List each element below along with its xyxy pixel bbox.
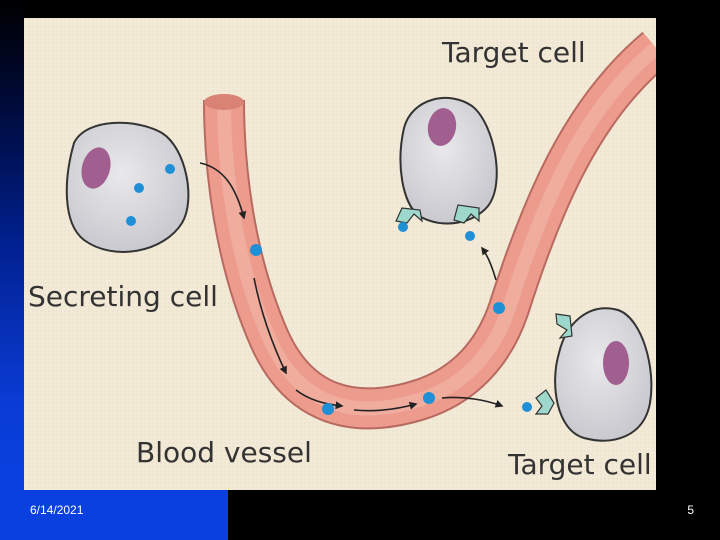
hormone-molecule	[134, 183, 144, 193]
target-cell-nucleus	[427, 108, 457, 146]
slide-left-accent-bar	[0, 0, 24, 540]
endocrine-signaling-diagram: Secreting cell Target cell Blood vessel …	[24, 18, 656, 490]
hormone-molecule	[522, 402, 532, 412]
label-target-cell-bottom: Target cell	[507, 448, 652, 481]
hormone-molecule	[165, 164, 175, 174]
footer-date: 6/14/2021	[30, 503, 84, 517]
target-cell-nucleus	[603, 341, 629, 385]
secretion-arrow	[199, 162, 247, 220]
label-secreting-cell: Secreting cell	[28, 280, 218, 313]
label-target-cell-top: Target cell	[441, 36, 586, 69]
secreting-cell	[65, 121, 190, 253]
hormone-molecule	[423, 392, 435, 404]
hormone-molecule	[322, 403, 334, 415]
hormone-molecule	[398, 222, 408, 232]
delivery-arrow-bottom	[441, 396, 504, 408]
flow-arrows	[253, 277, 418, 412]
secreting-cell-nucleus	[81, 147, 111, 189]
receptor	[555, 313, 573, 339]
hormone-molecule	[250, 244, 262, 256]
target-cell-bottom	[522, 307, 653, 442]
blood-vessel	[203, 31, 656, 430]
receptor	[534, 389, 555, 415]
slide-number: 5	[687, 503, 694, 517]
hormone-molecule	[126, 216, 136, 226]
target-cell-top	[395, 97, 498, 241]
label-blood-vessel: Blood vessel	[136, 436, 312, 469]
hormone-molecule	[465, 231, 475, 241]
hormone-molecule	[493, 302, 505, 314]
delivery-arrow-top	[481, 246, 497, 281]
receptor	[395, 207, 423, 224]
footer-left-band	[0, 490, 228, 540]
receptor	[453, 204, 480, 224]
